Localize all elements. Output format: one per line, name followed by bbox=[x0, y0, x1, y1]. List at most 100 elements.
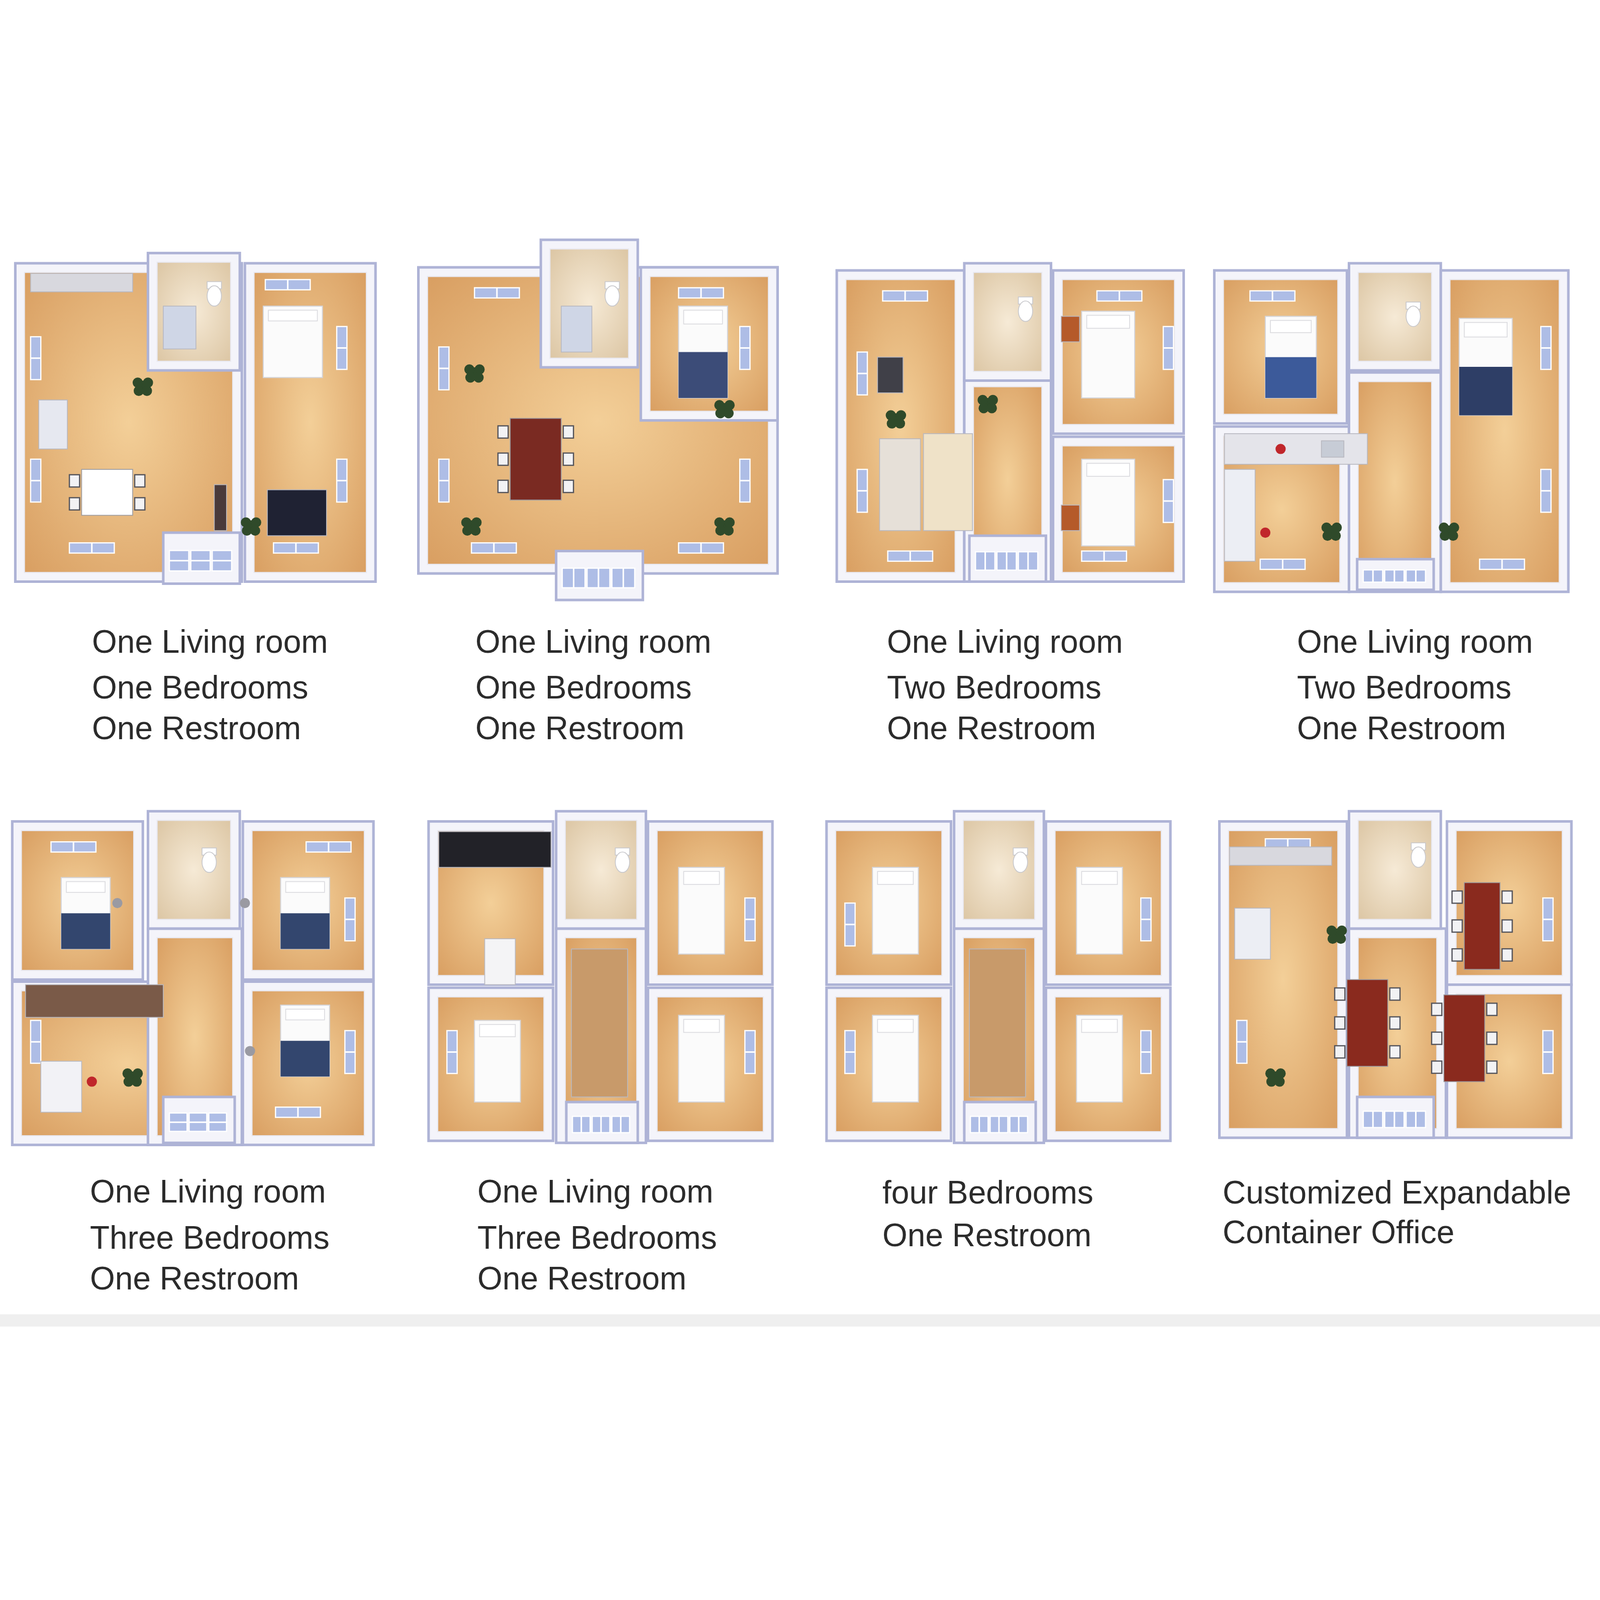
furniture bbox=[879, 438, 921, 531]
window bbox=[844, 903, 855, 946]
bed-pillow bbox=[1081, 871, 1118, 885]
room-wall bbox=[1219, 821, 1348, 1138]
plan-caption: One Living room bbox=[91, 622, 329, 661]
door-glass bbox=[1010, 1116, 1028, 1133]
toilet-bowl bbox=[605, 285, 620, 307]
room-wall bbox=[1053, 436, 1184, 582]
entry-bay bbox=[1357, 1096, 1434, 1138]
room-wall bbox=[556, 928, 647, 1143]
room-floor bbox=[657, 996, 764, 1132]
fixture-dot bbox=[112, 897, 123, 909]
door-glass bbox=[586, 568, 610, 588]
floor-plan bbox=[836, 263, 1184, 582]
door-glass-mullion bbox=[620, 1116, 622, 1133]
window-mullion bbox=[909, 551, 912, 562]
door-glass bbox=[1018, 551, 1039, 571]
door-glass bbox=[169, 1113, 187, 1132]
window bbox=[739, 459, 750, 503]
room-wall bbox=[242, 981, 374, 1145]
window bbox=[438, 346, 449, 390]
bed-pillow bbox=[1086, 463, 1130, 477]
furniture bbox=[969, 948, 1026, 1097]
window-mullion bbox=[438, 367, 449, 370]
room-floor bbox=[1358, 381, 1432, 583]
plant-leaf bbox=[723, 525, 734, 536]
bed-frame bbox=[678, 306, 728, 398]
table bbox=[1443, 994, 1485, 1082]
window bbox=[744, 1030, 755, 1074]
room-floor bbox=[650, 276, 769, 412]
plan-caption: Three Bedrooms bbox=[477, 1218, 718, 1257]
bed-pillow bbox=[1086, 315, 1130, 329]
window-mullion bbox=[1140, 918, 1151, 921]
bed-frame bbox=[872, 867, 919, 955]
window-mullion bbox=[336, 347, 347, 349]
room-wall bbox=[1348, 372, 1441, 592]
room-wall bbox=[1053, 270, 1184, 434]
window bbox=[30, 1020, 41, 1064]
door-glass-mullion bbox=[1393, 1111, 1395, 1128]
window bbox=[306, 841, 351, 852]
fixture-dot bbox=[1260, 527, 1271, 538]
entry-bay bbox=[163, 1096, 235, 1143]
plant-leaf bbox=[1274, 1076, 1285, 1087]
chair bbox=[563, 480, 574, 493]
furniture bbox=[1229, 846, 1332, 866]
door-glass-mullion bbox=[1372, 1111, 1374, 1128]
plant-leaf bbox=[1330, 530, 1341, 541]
bed-frame bbox=[872, 1015, 919, 1103]
room-wall bbox=[647, 821, 773, 985]
furniture bbox=[561, 306, 592, 352]
bed-pillow bbox=[1464, 322, 1508, 338]
window-mullion bbox=[344, 918, 355, 921]
table bbox=[81, 469, 133, 516]
entry-bay bbox=[964, 1102, 1036, 1143]
window-mullion bbox=[296, 1107, 299, 1118]
window bbox=[1540, 469, 1551, 513]
floor-plan bbox=[1214, 263, 1569, 592]
bed-blanket bbox=[280, 1040, 330, 1077]
plan-caption: One Living room bbox=[1296, 622, 1534, 661]
bed-frame bbox=[263, 306, 323, 378]
entry-bay bbox=[1357, 559, 1434, 590]
plan-caption: One Living room bbox=[477, 1172, 714, 1211]
plan-caption: One Restroom bbox=[1296, 709, 1507, 748]
door-glass bbox=[572, 1116, 590, 1133]
chair bbox=[1486, 1003, 1497, 1016]
bed-blanket bbox=[678, 352, 728, 398]
door-glass-mullion bbox=[997, 1116, 1000, 1133]
plan-caption: One Bedrooms bbox=[91, 668, 309, 707]
furniture bbox=[1224, 433, 1368, 465]
furniture bbox=[40, 1061, 82, 1113]
door-glass-mullion bbox=[1027, 551, 1029, 571]
fixture-dot bbox=[239, 897, 250, 909]
plant-leaf bbox=[1447, 530, 1458, 541]
window-mullion bbox=[30, 479, 41, 482]
door-glass bbox=[591, 1116, 610, 1133]
window bbox=[1140, 897, 1151, 941]
chair bbox=[1334, 1017, 1345, 1030]
floor-plan bbox=[428, 811, 773, 1143]
room-wall bbox=[12, 821, 143, 980]
plant-leaf bbox=[250, 525, 261, 536]
plan-caption: One Living room bbox=[475, 622, 712, 661]
bed-frame bbox=[1265, 316, 1317, 398]
room-wall bbox=[1045, 821, 1171, 985]
door-glass-mullion bbox=[209, 1121, 227, 1124]
window-mullion bbox=[1542, 1051, 1553, 1053]
window-mullion bbox=[739, 347, 750, 349]
room-floor bbox=[657, 830, 764, 976]
bed-pillow bbox=[683, 1019, 720, 1033]
plant-leaf bbox=[723, 408, 734, 419]
door-glass bbox=[169, 550, 189, 572]
window bbox=[678, 542, 724, 553]
door-glass bbox=[1363, 569, 1383, 582]
window-mullion bbox=[1501, 559, 1504, 570]
room-wall bbox=[1214, 270, 1347, 424]
fixture-dot bbox=[244, 1045, 255, 1056]
window-mullion bbox=[1271, 290, 1274, 302]
chair bbox=[1502, 890, 1513, 904]
door-glass-mullion bbox=[1393, 569, 1395, 582]
ground-band bbox=[0, 1314, 1600, 1327]
bed-pillow bbox=[1270, 320, 1312, 333]
